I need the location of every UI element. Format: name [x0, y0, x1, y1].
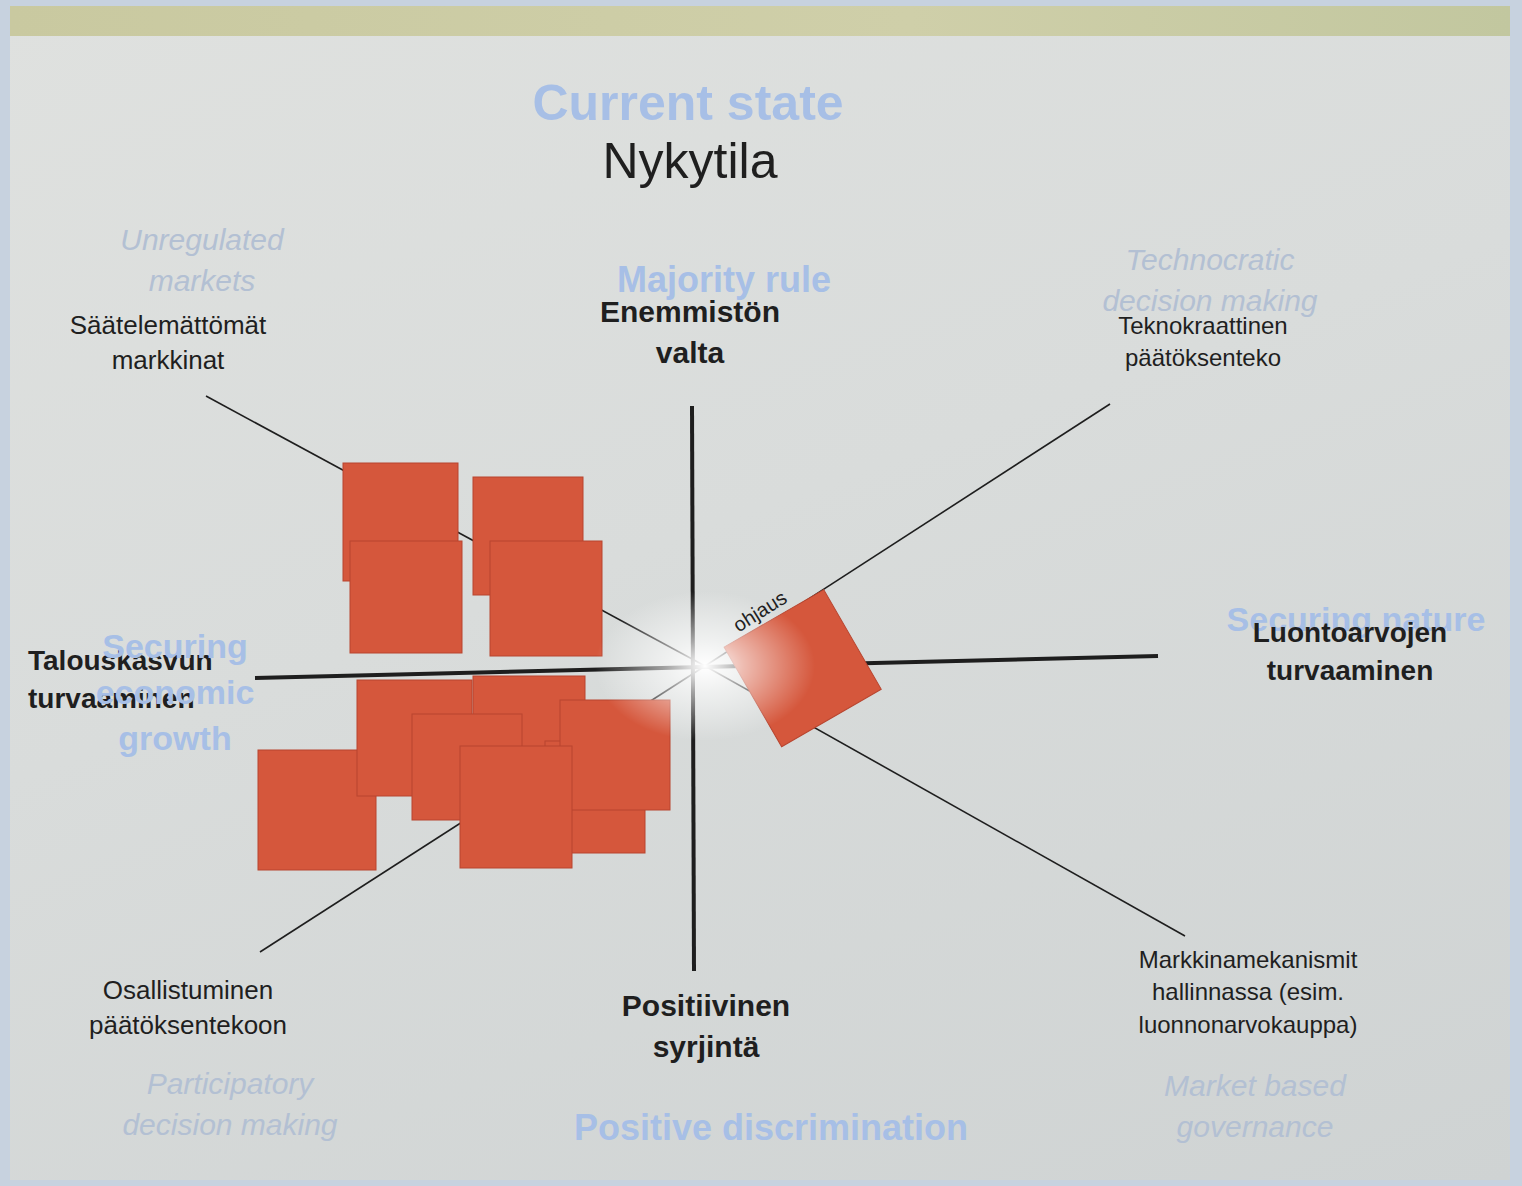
axis-label: Teknokraattinen päätöksenteko: [1078, 310, 1328, 375]
axis-label: Technocratic decision making: [1075, 240, 1345, 321]
axis-label: Positiivinen syrjintä: [596, 986, 816, 1067]
axis-label: Säätelemättömät markkinat: [33, 308, 303, 378]
axis-label: Enemmistön valta: [585, 292, 795, 373]
axis-label: Current state: [438, 70, 938, 138]
paper-sheet: NykytilaCurrent stateUnregulated markets…: [10, 6, 1510, 1180]
axis-label: Securing economic growth: [75, 624, 275, 762]
axis-label: Participatory decision making: [95, 1064, 365, 1145]
paper-edge: [10, 6, 1510, 36]
axis-label: Market based governance: [1125, 1066, 1385, 1147]
axis-label: Unregulated markets: [82, 220, 322, 301]
axis-label: Luontoarvojen turvaaminen: [1220, 614, 1480, 690]
axis-label: Positive discrimination: [551, 1104, 991, 1153]
axis-label: Markkinamekanismit hallinnassa (esim. lu…: [1093, 944, 1403, 1041]
diagram-title: Nykytila: [490, 128, 890, 196]
axis-label: Osallistuminen päätöksentekoon: [48, 973, 328, 1043]
